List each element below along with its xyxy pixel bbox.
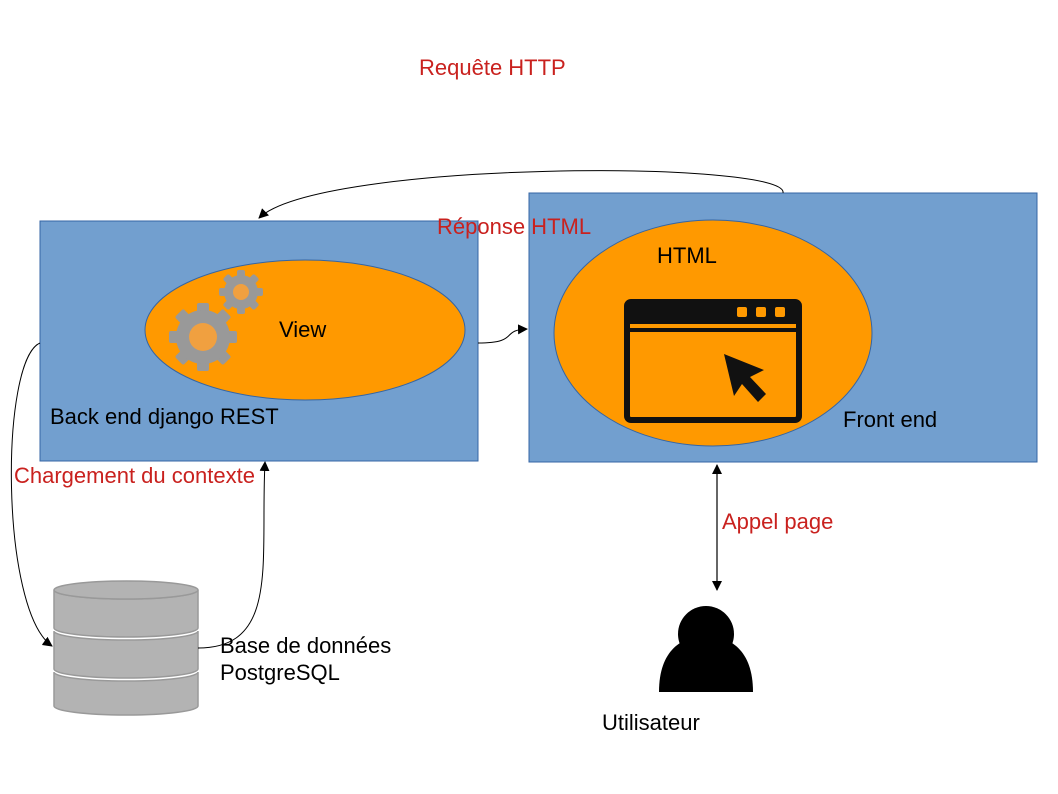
backend-title: Back end django REST (50, 404, 279, 429)
html-response-arrow (477, 324, 528, 344)
view-label: View (279, 317, 327, 342)
database-icon (53, 580, 199, 716)
html-response-label: Réponse HTML (437, 214, 592, 239)
page-call-label: Appel page (722, 509, 834, 534)
http-request-arrow (258, 170, 784, 219)
user-label: Utilisateur (602, 710, 700, 735)
context-loading-label: Chargement du contexte (14, 463, 255, 488)
context-loading-arrow (197, 461, 270, 649)
user-icon (659, 606, 753, 692)
frontend-title: Front end (843, 407, 938, 432)
database-name-line1: Base de données (220, 633, 392, 658)
http-request-label: Requête HTTP (419, 55, 566, 80)
gears-icon (169, 270, 263, 371)
browser-window-cursor-icon (624, 299, 802, 423)
html-ellipse (553, 219, 873, 447)
database-name-line2: PostgreSQL (220, 660, 340, 685)
query-database-arrow (10, 342, 53, 647)
html-label: HTML (657, 243, 717, 268)
